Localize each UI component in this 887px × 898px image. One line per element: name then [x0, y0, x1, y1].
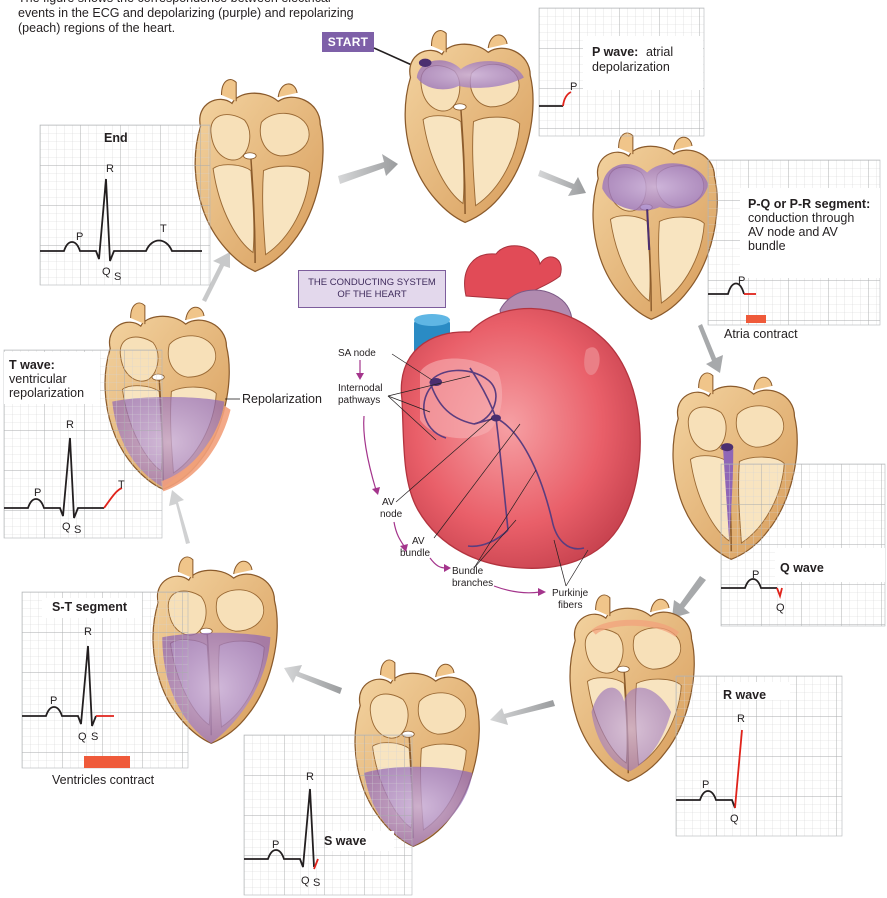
- av-bundle-label-2: bundle: [400, 548, 430, 559]
- heart-cross-section-icon: [570, 595, 694, 781]
- q-wave-p-letter: P: [752, 569, 759, 581]
- r-wave-q-letter: Q: [730, 813, 739, 825]
- st-title: S-T segment: [52, 600, 128, 614]
- ecg-strip-pq-segment: [708, 160, 880, 325]
- bundle-branches-label-1: Bundle: [452, 566, 484, 577]
- s-wave-title: S wave: [324, 834, 366, 848]
- r-wave-p-letter: P: [702, 779, 709, 791]
- sa-node-label: SA node: [338, 348, 376, 359]
- purkinje-label-1: Purkinje: [552, 588, 589, 599]
- r-wave-r-letter: R: [737, 713, 745, 725]
- p-wave-letter: P: [570, 81, 577, 93]
- s-wave-p-letter: P: [272, 839, 279, 851]
- st-p-letter: P: [50, 695, 57, 707]
- st-s-letter: S: [91, 731, 98, 743]
- st-r-letter: R: [84, 626, 92, 638]
- ecg-strip-s-wave: [244, 735, 412, 895]
- t-wave-desc-1: ventricular: [9, 372, 67, 386]
- ecg-strip-st-segment: [22, 592, 188, 768]
- s-wave-q-letter: Q: [301, 875, 310, 887]
- pq-p-letter: P: [738, 275, 745, 287]
- pq-title: P-Q or P-R segment:: [748, 197, 870, 211]
- t-wave-p-letter: P: [34, 487, 41, 499]
- heart-cross-section-icon: [593, 133, 717, 319]
- r-wave-title: R wave: [723, 688, 766, 702]
- pq-desc-3: bundle: [748, 239, 786, 253]
- end-r-letter: R: [106, 163, 114, 175]
- cycle-arrow-icon: [490, 700, 555, 725]
- av-node-label-2: node: [380, 509, 403, 520]
- end-q-letter: Q: [102, 266, 111, 278]
- t-wave-r-letter: R: [66, 419, 74, 431]
- t-wave-title: T wave:: [9, 358, 55, 372]
- end-t-letter: T: [160, 223, 167, 235]
- s-wave-s-letter: S: [313, 877, 320, 889]
- cycle-arrow-icon: [672, 576, 706, 618]
- p-wave-desc-2: depolarization: [592, 60, 670, 74]
- cycle-arrow-icon: [169, 490, 190, 544]
- cycle-arrow-icon: [538, 170, 586, 196]
- ecg-strip-end: [40, 125, 210, 285]
- cycle-arrow-icon: [698, 324, 723, 373]
- t-wave-s-letter: S: [74, 524, 81, 536]
- q-wave-title: Q wave: [780, 561, 824, 575]
- cycle-arrow-icon: [284, 665, 342, 694]
- pq-desc-1: conduction through: [748, 211, 854, 225]
- p-wave-title: P wave:: [592, 45, 638, 59]
- end-p-letter: P: [76, 231, 83, 243]
- repolarization-label: Repolarization: [242, 392, 322, 406]
- internodal-label-2: pathways: [338, 395, 380, 406]
- purkinje-label-2: fibers: [558, 600, 582, 611]
- ecg-strip-q-wave: [721, 464, 885, 626]
- cycle-arrow-icon: [338, 154, 398, 184]
- t-wave-desc-2: repolarization: [9, 386, 84, 400]
- atria-contract-label: Atria contract: [724, 327, 798, 341]
- internodal-label-1: Internodal: [338, 383, 382, 394]
- pq-desc-2: AV node and AV: [748, 225, 839, 239]
- conducting-system-heart-icon: [401, 246, 640, 569]
- end-title: End: [104, 131, 128, 145]
- t-wave-t-letter: T: [118, 479, 125, 491]
- bundle-branches-label-2: branches: [452, 578, 493, 589]
- st-q-letter: Q: [78, 731, 87, 743]
- av-bundle-label-1: AV: [412, 536, 425, 547]
- end-s-letter: S: [114, 271, 121, 283]
- q-wave-q-letter: Q: [776, 602, 785, 614]
- s-wave-r-letter: R: [306, 771, 314, 783]
- heart-cross-section-icon: [195, 80, 323, 272]
- heart-cross-section-icon: [405, 31, 533, 223]
- av-node-label-1: AV: [382, 497, 395, 508]
- t-wave-q-letter: Q: [62, 521, 71, 533]
- ventricles-contract-label: Ventricles contract: [52, 773, 155, 787]
- p-wave-desc-1: atrial: [646, 45, 673, 59]
